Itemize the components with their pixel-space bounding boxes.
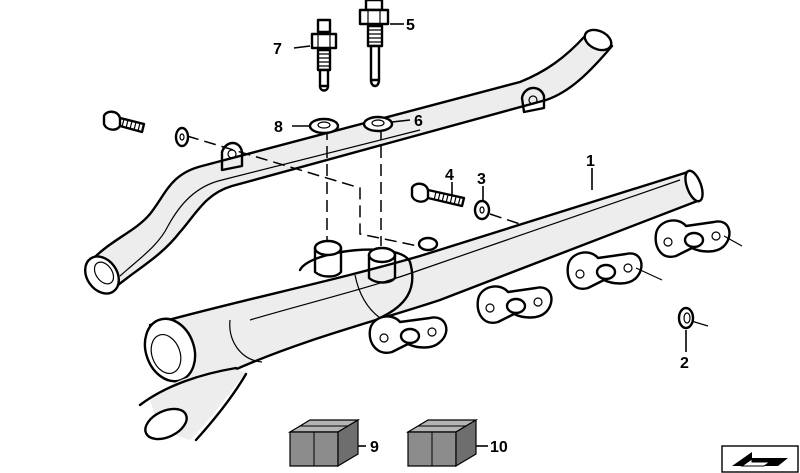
label-5: 5 bbox=[406, 17, 415, 34]
washer-3 bbox=[473, 199, 491, 221]
label-8: 8 bbox=[274, 119, 283, 136]
orientation-arrow-icon bbox=[721, 445, 799, 473]
assembly-lines bbox=[186, 128, 709, 327]
bolt-4 bbox=[410, 182, 466, 208]
label-9: 9 bbox=[370, 439, 379, 456]
washer-2 bbox=[677, 306, 695, 330]
temperature-sensor-5 bbox=[358, 0, 390, 88]
label-3: 3 bbox=[477, 171, 486, 188]
fuel-rail bbox=[138, 169, 743, 442]
temperature-sensor-7 bbox=[310, 18, 338, 92]
leader-lines bbox=[292, 23, 687, 447]
part-labels: 7 5 8 6 4 3 1 2 9 10 bbox=[273, 17, 689, 456]
label-1: 1 bbox=[586, 153, 595, 170]
bolt-upper-left bbox=[102, 110, 190, 148]
label-10: 10 bbox=[490, 439, 508, 456]
kit-box-9 bbox=[287, 418, 361, 468]
label-6: 6 bbox=[414, 113, 423, 130]
kit-box-10 bbox=[405, 418, 479, 468]
injector-flanges bbox=[368, 219, 731, 354]
label-7: 7 bbox=[273, 41, 282, 58]
label-4: 4 bbox=[445, 167, 454, 184]
label-2: 2 bbox=[680, 355, 689, 372]
